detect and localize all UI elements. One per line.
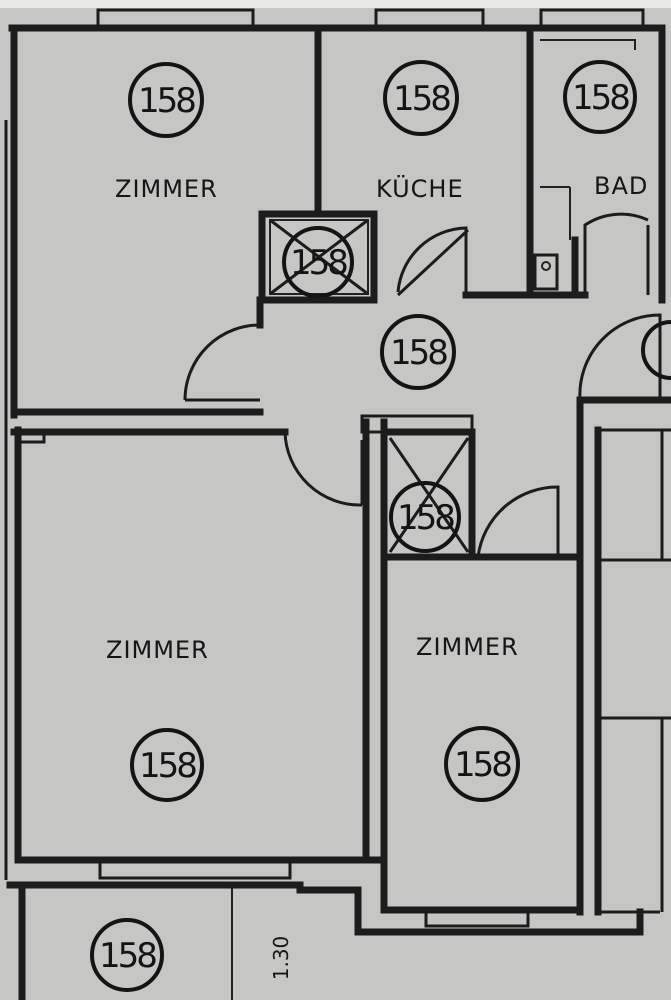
room-code-text: 158 (138, 81, 195, 121)
room-code-badge-hall: 158 (380, 314, 456, 390)
doors (183, 212, 662, 558)
room-code-badge-zimmer-bottom-mid: 158 (444, 726, 520, 802)
walls (4, 8, 671, 1000)
room-label-bad: BAD (594, 172, 648, 200)
room-code-text: 158 (390, 333, 447, 373)
room-label-kueche: KÜCHE (376, 174, 464, 203)
room-code-text: 158 (397, 498, 454, 538)
room-code-badge-shaft-mid: 158 (389, 481, 461, 553)
room-code-text: 158 (454, 745, 511, 785)
partial-circle-right-edge (641, 320, 671, 380)
room-code-badge-kueche: 158 (383, 60, 459, 136)
room-code-badge-bad: 158 (563, 60, 637, 134)
room-code-text: 158 (99, 936, 156, 976)
room-code-badge-shaft-top: 158 (282, 226, 354, 298)
room-code-text: 158 (290, 243, 347, 283)
room-label-zimmer-bottom-mid: ZIMMER (416, 633, 519, 661)
room-code-text: 158 (393, 79, 450, 119)
room-code-text: 158 (572, 78, 629, 118)
room-label-zimmer-bottom-left: ZIMMER (106, 636, 209, 664)
room-code-badge-zimmer-bottom-left: 158 (130, 728, 204, 802)
dimension-label: 1.30 (269, 936, 293, 981)
room-code-text: 158 (139, 746, 196, 786)
room-code-badge-balcony: 158 (90, 918, 164, 992)
room-code-badge-zimmer-top-left: 158 (128, 62, 204, 138)
room-label-zimmer-top-left: ZIMMER (115, 175, 218, 203)
